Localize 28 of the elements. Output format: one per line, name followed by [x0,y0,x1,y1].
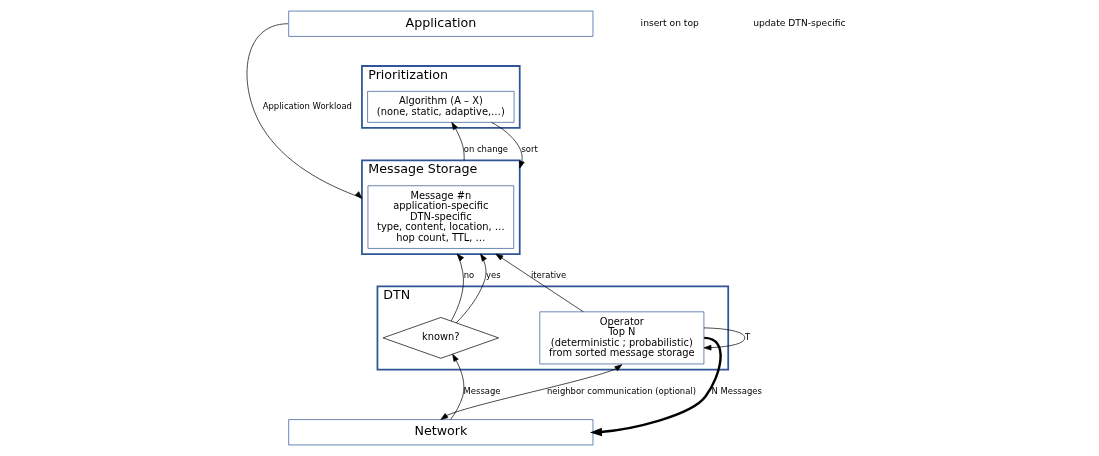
edge-label: Message [463,385,501,396]
node-box: Application [288,10,594,37]
edge-label: N Messages [711,385,762,396]
arrow [451,122,465,161]
node-box: Operator Top N (deterministic ; probabilistic) from sorted message storage [539,311,705,365]
label: update DTN-specific [753,18,846,29]
edge-label: iterative [530,270,567,281]
arrow [456,253,487,324]
edge-label: neighbor communication (optional) [547,385,696,396]
arrow [440,364,623,420]
arrow [450,353,465,420]
arrow [589,336,722,437]
arrow [246,23,363,199]
node-box: Algorithm (A – X) (none, static, adaptive,…) [367,91,515,123]
edge-label: yes [486,270,501,281]
node-box: Message #n application-specific DTN-specific type, content, location, … hop count, TTL, … [367,185,515,249]
node-box: Network [288,419,594,446]
edge-label: no [463,270,475,281]
edge-label: T [745,332,751,343]
arrow [703,327,746,351]
edge-label: Application Workload [262,101,352,112]
node-diamond: known? [382,317,499,359]
arrow [491,122,525,169]
arrow [450,253,464,322]
edge-label: on change [463,144,509,155]
edge-label: sort [521,144,538,155]
arrow [495,253,584,313]
label: insert on top [640,18,699,29]
